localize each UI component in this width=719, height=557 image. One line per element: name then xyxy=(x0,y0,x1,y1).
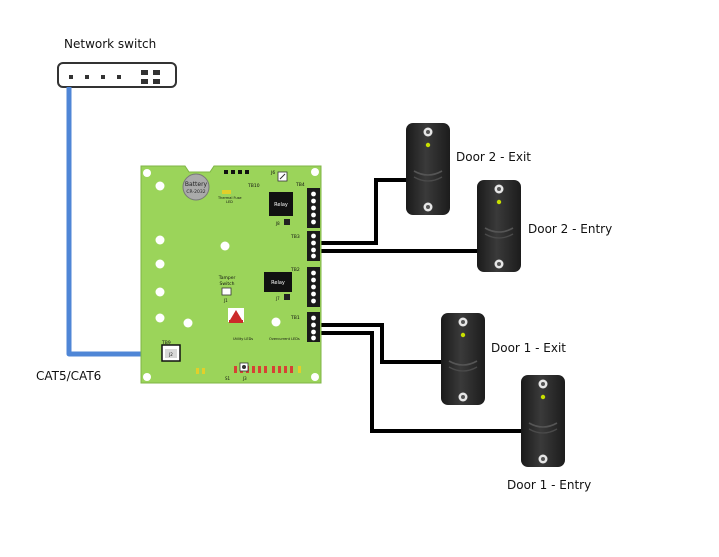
terminal-block-tb4 xyxy=(307,188,320,228)
controller-board: Battery CR-2032 J6 TB10 Thermal Fuse LED… xyxy=(140,165,322,384)
terminal-block-tb3 xyxy=(307,231,320,261)
j7-label: J7 xyxy=(275,296,280,301)
wires-door-1 xyxy=(318,323,523,433)
terminal-block-tb2 xyxy=(307,267,320,307)
door-2-entry-label: Door 2 - Entry xyxy=(528,222,613,236)
j2-label: J2 xyxy=(168,352,173,357)
manufacturer-logo xyxy=(228,308,244,323)
j8-label: J8 xyxy=(275,221,280,226)
door-1-exit-reader xyxy=(440,312,486,406)
network-switch-label: Network switch xyxy=(64,37,157,51)
ethernet-cable xyxy=(66,87,162,357)
door-2-exit-label: Door 2 - Exit xyxy=(456,150,531,164)
j3-label: J3 xyxy=(242,376,247,381)
s1-label: S1 xyxy=(225,376,231,381)
door-1-entry-reader xyxy=(520,374,566,468)
tb2-label: TB2 xyxy=(290,267,300,273)
wires-door-2 xyxy=(318,178,480,253)
tb10-label: TB10 xyxy=(247,183,260,189)
tb3-label: TB3 xyxy=(290,234,300,240)
thermal-fuse-label: Thermal Fuse xyxy=(217,196,242,200)
relay-top-label: Relay xyxy=(274,202,288,208)
j6-label: J6 xyxy=(270,170,275,176)
relay-bottom-label: Relay xyxy=(271,280,285,286)
door-2-entry-reader xyxy=(476,179,522,273)
tb9-label: TB9 xyxy=(161,340,171,346)
cable-label: CAT5/CAT6 xyxy=(36,369,102,383)
utility-leds-label: Utility LEDs xyxy=(233,337,253,341)
battery-model-label: CR-2032 xyxy=(186,189,205,195)
terminal-block-tb1 xyxy=(307,312,320,342)
tamper-switch-label: Switch xyxy=(220,281,235,287)
door-2-exit-reader xyxy=(405,122,451,216)
battery-label: Battery xyxy=(185,181,208,188)
tamper-label: Tamper xyxy=(218,275,236,281)
led-label: LED xyxy=(226,200,233,204)
door-1-entry-label: Door 1 - Entry xyxy=(507,478,592,492)
tb4-label: TB4 xyxy=(295,182,305,188)
network-switch xyxy=(57,62,177,88)
tb1-label: TB1 xyxy=(290,315,300,321)
j1-label: J1 xyxy=(223,298,228,303)
overcurrent-leds-label: Overcurrent LEDs xyxy=(269,337,300,341)
door-1-exit-label: Door 1 - Exit xyxy=(491,341,566,355)
